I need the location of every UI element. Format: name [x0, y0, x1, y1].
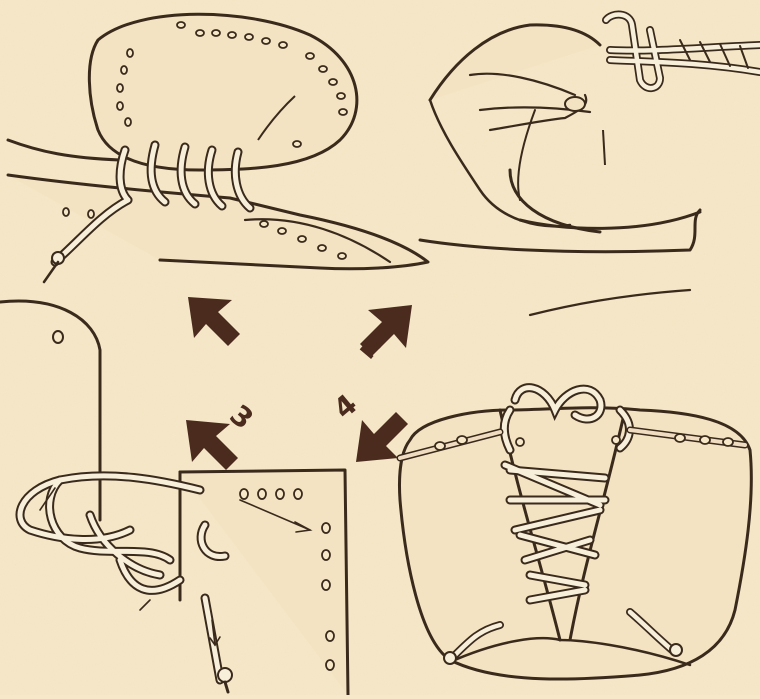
oval-leather-piece	[89, 14, 357, 170]
thumbnail	[565, 97, 585, 111]
left-piece-hole	[53, 331, 63, 343]
